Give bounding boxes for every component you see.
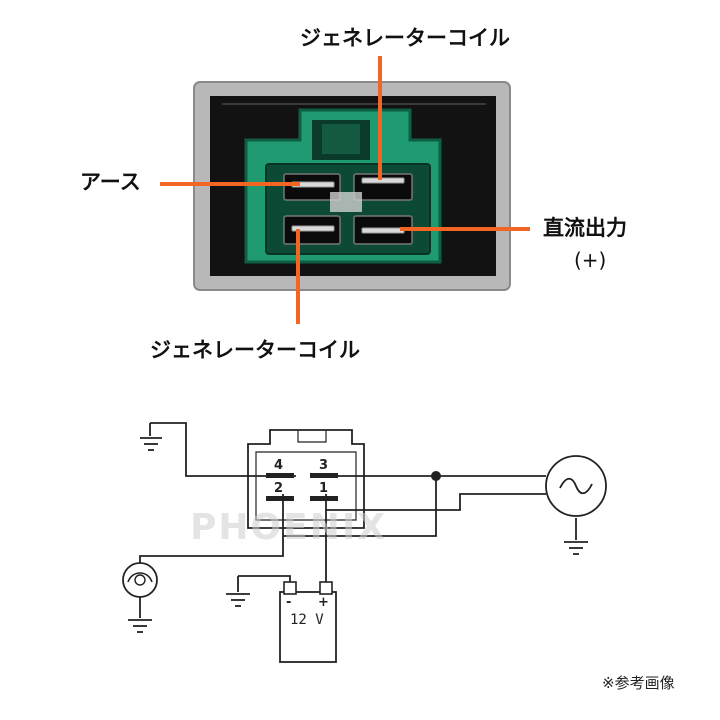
battery-voltage-label: 12 V [290, 612, 324, 628]
lamp-icon [122, 562, 158, 598]
label-top-coil: ジェネレーターコイル [300, 26, 510, 50]
footnote: ※参考画像 [602, 674, 675, 692]
ground-symbol-icon [140, 423, 162, 451]
pin-label-3: 3 [319, 458, 329, 473]
label-dc-output: 直流出力 [543, 216, 627, 240]
pin-label-1: 1 [319, 481, 329, 496]
watermark: PHOENIX [190, 507, 387, 548]
pin-markers [266, 473, 338, 501]
wire-junction-down [282, 476, 437, 537]
terminal-blades [291, 177, 405, 234]
label-dc-output-sign: (+) [574, 248, 607, 272]
wire-lamp [139, 536, 284, 564]
battery-icon [279, 581, 337, 663]
schematic-connector [247, 429, 365, 529]
label-ground: アース [80, 170, 141, 194]
ground-symbol-icon [564, 518, 588, 555]
pin-label-2: 2 [274, 481, 284, 496]
junction-dot [431, 471, 441, 481]
ground-symbol-icon [128, 596, 152, 633]
pin-label-4: 4 [274, 458, 284, 473]
ground-symbol-icon [226, 576, 250, 607]
battery-minus-label: - [286, 595, 292, 610]
label-bottom-coil: ジェネレーターコイル [150, 338, 360, 362]
connector-stamp-icon [330, 192, 362, 212]
generator-ac-icon [545, 455, 607, 517]
leader-lines [160, 56, 530, 324]
wire-ground-top [150, 422, 296, 477]
wire-pin1-generator [325, 493, 546, 511]
battery-plus-label: + [318, 595, 329, 610]
wire-battery-minus [238, 575, 291, 586]
